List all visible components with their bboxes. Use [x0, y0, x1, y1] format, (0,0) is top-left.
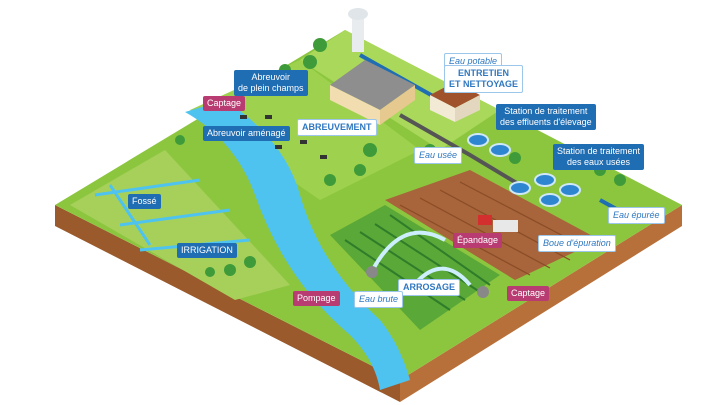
effluent-treatment-tanks [467, 133, 511, 157]
label-abreuvoir-amenage: Abreuvoir aménagé [203, 126, 290, 141]
label-pompage: Pompage [293, 291, 340, 306]
label-eau-usee: Eau usée [414, 147, 463, 164]
trailer [493, 220, 518, 232]
barn-wall [330, 85, 380, 125]
label-captage-bottom: Captage [507, 286, 550, 301]
label-epandage: Épandage [453, 233, 503, 248]
label-entretien-nettoyage: ENTRETIEN ET NETTOYAGE [444, 65, 524, 93]
ploughed-field [385, 170, 600, 280]
ground-right-side [400, 205, 682, 402]
label-abreuvement: ABREUVEMENT [297, 119, 377, 136]
label-eau-epuree: Eau épurée [608, 207, 665, 224]
wastewater-road [399, 113, 522, 187]
label-eau-brute: Eau brute [354, 291, 404, 308]
pump [366, 266, 378, 278]
label-station-effluents: Station de traitement des effluents d'él… [496, 104, 596, 130]
label-arrosage: ARROSAGE [398, 279, 461, 296]
label-fosse: Fossé [128, 194, 161, 209]
river [185, 100, 410, 390]
label-boue-epuration: Boue d'épuration [538, 235, 616, 252]
sprinkler-spray [368, 230, 446, 276]
label-irrigation: IRRIGATION [177, 243, 237, 258]
irrigation-field [70, 150, 290, 300]
water-tower [352, 12, 364, 52]
label-station-eaux-usees: Station de traitement des eaux usées [553, 144, 645, 170]
label-abreuvoir-plein-champs: Abreuvoir de plein champs [234, 70, 308, 96]
wastewater-treatment-tanks [509, 173, 581, 207]
pump [477, 286, 489, 298]
barn-roof [330, 60, 415, 110]
tractor [478, 215, 492, 225]
ground-left-side [55, 205, 400, 402]
label-captage-top: Captage [203, 96, 246, 111]
